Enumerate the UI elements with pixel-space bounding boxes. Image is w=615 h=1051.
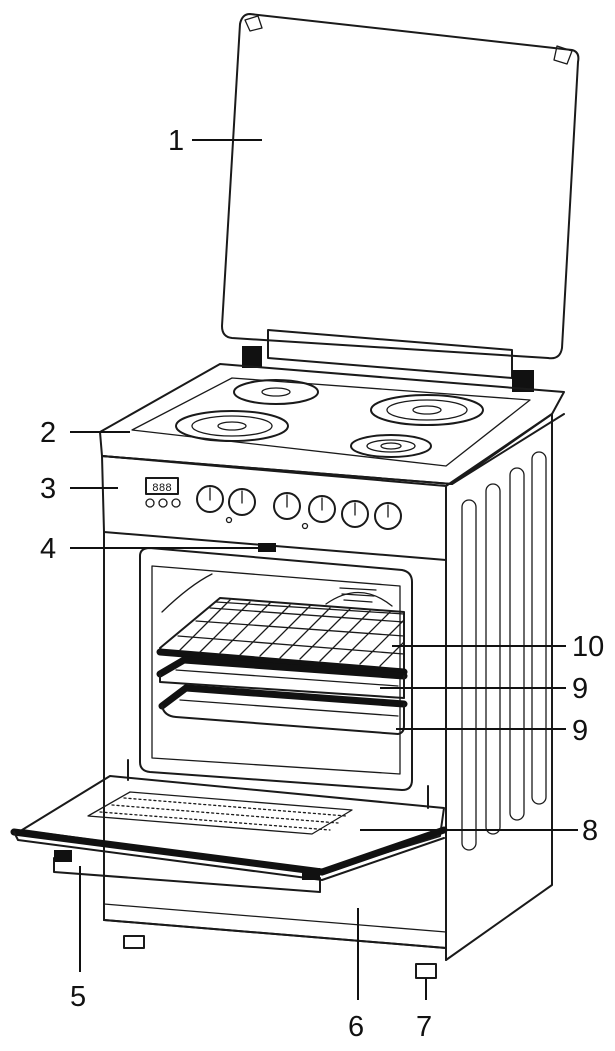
- timer-button-3: [171, 498, 181, 508]
- knob-6: [374, 502, 402, 530]
- leader-lines: [70, 139, 578, 1000]
- hotplate-front-left: [175, 410, 289, 442]
- callout-7: 7: [416, 1011, 432, 1043]
- callout-10: 10: [572, 631, 604, 663]
- callout-2: 2: [40, 417, 56, 449]
- timer-button-1: [145, 498, 155, 508]
- knob-5: [341, 500, 369, 528]
- knob-2: [228, 488, 256, 516]
- glass-lid: [221, 13, 580, 360]
- side-embossing: [461, 451, 547, 851]
- storage-drawer: [103, 875, 447, 949]
- knob-3: [273, 492, 301, 520]
- door-handle: [53, 850, 321, 893]
- lid-corner-left: [244, 15, 263, 32]
- callout-labels: 1 2 3 4 5 6 7 8 9 9 10: [40, 125, 604, 1043]
- oven-fan-grille: [325, 587, 393, 607]
- timer-button-2: [158, 498, 168, 508]
- callout-4: 4: [40, 533, 56, 565]
- hinge-right: [512, 370, 534, 392]
- knob-1: [196, 485, 224, 513]
- callout-6: 6: [348, 1011, 364, 1043]
- door-window-texture: [99, 797, 347, 831]
- timer-display: 888: [145, 477, 179, 495]
- lid-corner-right: [553, 45, 573, 65]
- hinge-left: [242, 346, 262, 368]
- lid-hinge-bar: [242, 329, 534, 392]
- door-latch: [258, 543, 276, 552]
- rack-wires: [179, 599, 405, 667]
- hob: [99, 363, 565, 485]
- callout-8: 8: [582, 815, 598, 847]
- callout-3: 3: [40, 473, 56, 505]
- callout-9-lower: 9: [572, 715, 588, 747]
- callout-5: 5: [70, 981, 86, 1013]
- timer-display-text: 888: [152, 483, 172, 495]
- control-panel: 888: [101, 455, 447, 561]
- hotplate-back-left: [233, 379, 319, 405]
- adjustable-foot: [123, 935, 437, 979]
- hotplate-back-right: [370, 394, 484, 426]
- callout-1: 1: [168, 125, 184, 157]
- indicator-light-1: [225, 516, 233, 524]
- indicator-light-2: [301, 522, 309, 530]
- wire-rack: [156, 597, 408, 676]
- hotplate-front-right: [350, 434, 432, 458]
- knob-4: [308, 495, 336, 523]
- oven-door: [10, 759, 448, 881]
- callout-9-upper: 9: [572, 673, 588, 705]
